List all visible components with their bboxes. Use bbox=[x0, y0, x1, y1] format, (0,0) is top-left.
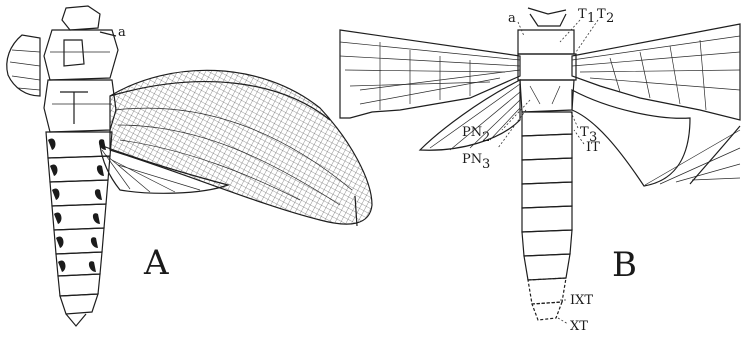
svg-text:PN: PN bbox=[462, 125, 482, 140]
svg-text:1: 1 bbox=[587, 11, 595, 26]
panel-a-letter: A bbox=[143, 243, 169, 283]
svg-text:T: T bbox=[597, 7, 606, 22]
svg-text:PN: PN bbox=[462, 152, 482, 167]
panel-a-hind-wing bbox=[110, 70, 372, 226]
svg-text:T: T bbox=[578, 7, 587, 22]
svg-text:3: 3 bbox=[482, 157, 490, 172]
panel-a-abdomen bbox=[46, 132, 112, 326]
panel-b-label-a: a bbox=[508, 11, 516, 26]
svg-text:T: T bbox=[580, 125, 589, 140]
panel-b-left-forewing bbox=[340, 30, 520, 118]
panel-b-letter: B bbox=[612, 245, 637, 285]
panel-b-label-xt: XT bbox=[570, 319, 588, 334]
panel-b-drawing: a T 1 T 2 PN 2 PN 3 T 3 IT IXT XT B bbox=[340, 7, 740, 334]
panel-b-label-ixt: IXT bbox=[570, 293, 593, 308]
panel-b-label-pn3: PN 3 bbox=[462, 152, 490, 172]
panel-a-left-wing bbox=[7, 35, 40, 96]
svg-text:2: 2 bbox=[606, 11, 614, 26]
svg-text:2: 2 bbox=[482, 130, 490, 145]
panel-b-label-t2: T 2 bbox=[597, 7, 614, 26]
panel-b-head bbox=[518, 8, 574, 54]
panel-b-right-forewing bbox=[572, 24, 740, 120]
panel-a-body bbox=[44, 6, 118, 132]
panel-a-label-a: a bbox=[118, 25, 126, 40]
panel-b-label-t1: T 1 bbox=[578, 7, 595, 26]
panel-b-abdomen bbox=[522, 112, 572, 320]
panel-a-drawing: a A bbox=[7, 6, 372, 326]
panel-b-label-it: IT bbox=[586, 140, 600, 155]
